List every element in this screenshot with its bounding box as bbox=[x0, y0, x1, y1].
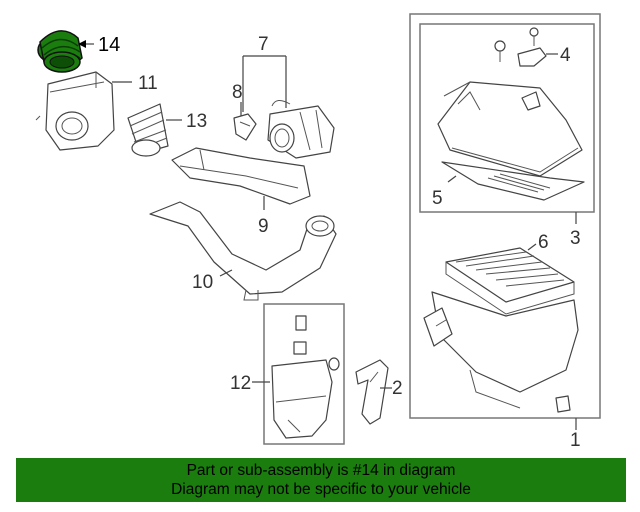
part-14-hose[interactable] bbox=[37, 30, 83, 73]
callout-8: 8 bbox=[232, 82, 243, 103]
callout-4: 4 bbox=[560, 45, 571, 66]
part-3-frame bbox=[419, 23, 595, 213]
part-12-reservoir[interactable] bbox=[271, 315, 340, 439]
part-4-sensor-and-bolts[interactable] bbox=[494, 27, 547, 67]
part-12-frame bbox=[263, 303, 345, 445]
part-7-airflow-meter[interactable] bbox=[267, 100, 335, 159]
callout-6: 6 bbox=[538, 232, 549, 253]
callout-11: 11 bbox=[138, 73, 158, 94]
part-8-clamp[interactable] bbox=[233, 113, 257, 141]
callout-9: 9 bbox=[258, 216, 269, 237]
callout-1: 1 bbox=[570, 430, 581, 451]
banner-line-2: Diagram may not be specific to your vehi… bbox=[171, 481, 471, 498]
part-9-air-duct[interactable] bbox=[171, 147, 311, 205]
part-1-lower-case[interactable] bbox=[423, 291, 579, 413]
callout-5: 5 bbox=[432, 188, 443, 209]
part-6-filter-element[interactable] bbox=[445, 247, 575, 315]
callout-10: 10 bbox=[192, 272, 213, 293]
banner-line-1: Part or sub-assembly is #14 in diagram bbox=[186, 462, 456, 479]
parts-diagram: 14 11 13 7 8 9 bbox=[35, 13, 601, 451]
callout-7: 7 bbox=[258, 34, 269, 55]
part-5-gasket[interactable] bbox=[441, 161, 585, 201]
part-1-frame bbox=[409, 13, 601, 419]
callout-12: 12 bbox=[230, 373, 251, 394]
callout-3: 3 bbox=[570, 228, 581, 249]
part-13-bellows-hose[interactable] bbox=[127, 103, 169, 157]
callout-13: 13 bbox=[186, 111, 207, 132]
part-3-upper-case[interactable] bbox=[437, 81, 583, 177]
part-10-intake-pipe[interactable] bbox=[149, 201, 337, 301]
part-2-bracket[interactable] bbox=[355, 359, 389, 425]
callout-2: 2 bbox=[392, 378, 403, 399]
callout-14: 14 bbox=[98, 34, 120, 56]
info-banner: Part or sub-assembly is #14 in diagram D… bbox=[16, 458, 626, 502]
part-11-intake-box[interactable] bbox=[35, 71, 115, 151]
